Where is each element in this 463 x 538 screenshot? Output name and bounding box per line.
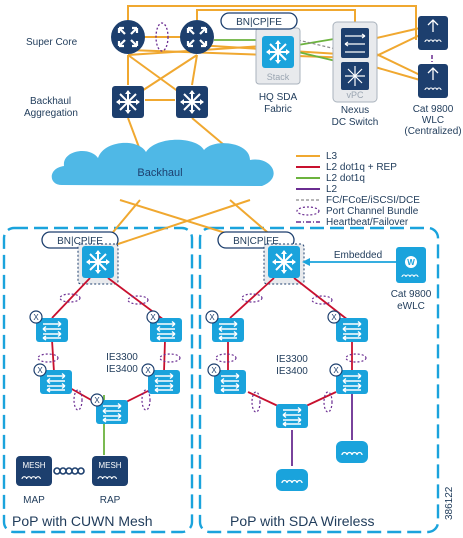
pop-left-container xyxy=(2,226,194,534)
nexus-label-1: Nexus xyxy=(341,105,369,116)
legend-label-fc: FC/FCoE/iSCSI/DCE xyxy=(326,195,420,206)
legend-label-heartbeat: Heartbeat/Failover xyxy=(326,217,409,228)
right-ie-switch-5[interactable] xyxy=(275,403,309,429)
mesh-wireless-link xyxy=(53,467,85,475)
mesh-map-ap[interactable] xyxy=(16,456,52,486)
svg-text:X: X xyxy=(150,313,156,322)
backhaul-cloud-label: Backhaul xyxy=(137,167,182,179)
legend-label-rep: L2 dot1q + REP xyxy=(326,162,397,173)
pop-right-title: PoP with SDA Wireless xyxy=(230,513,374,529)
right-ie-switch-1[interactable] xyxy=(211,317,245,343)
right-ie-label-1: IE3300 xyxy=(276,354,308,365)
pop-left-title: PoP with CUWN Mesh xyxy=(12,513,153,529)
super-core-label: Super Core xyxy=(26,37,78,48)
bn-left-label: BN|CP|FE xyxy=(57,236,103,247)
wlc-label-3: (Centralized) xyxy=(404,126,461,137)
legend-label-dot1q: L2 dot1q xyxy=(326,173,365,184)
svg-text:X: X xyxy=(211,366,217,375)
port-channel-core xyxy=(155,22,169,52)
right-access-point-2[interactable] xyxy=(335,440,369,464)
ewlc-w-mark: W xyxy=(407,258,415,267)
hq-label-2: Fabric xyxy=(264,104,292,115)
right-ie-switch-2[interactable] xyxy=(335,317,369,343)
embedded-label: Embedded xyxy=(334,250,382,261)
left-port-channels xyxy=(37,293,181,411)
wlc-device-1[interactable] xyxy=(418,16,448,50)
left-ie-label-2: IE3400 xyxy=(106,364,138,375)
bn-top-badge xyxy=(220,12,298,30)
rap-label: RAP xyxy=(100,495,121,506)
hq-label-1: HQ SDA xyxy=(259,92,298,103)
nexus-switch-1[interactable] xyxy=(341,28,369,58)
svg-text:X: X xyxy=(33,313,39,322)
backhaul-agg-switch-1[interactable] xyxy=(111,85,145,119)
backhaul-agg-label-1: Backhaul xyxy=(30,96,71,107)
mesh-rap-tag: MESH xyxy=(98,461,121,470)
svg-text:X: X xyxy=(94,396,100,405)
right-port-channels xyxy=(215,293,367,413)
map-label: MAP xyxy=(23,495,45,506)
legend: L3 L2 dot1q + REP L2 dot1q L2 FC/FCoE/iS… xyxy=(296,151,420,228)
wlc-device-2[interactable] xyxy=(418,64,448,98)
bn-right-label: BN|CP|FE xyxy=(233,236,279,247)
embedded-arrowhead xyxy=(302,258,310,266)
bn-top-label: BN|CP|FE xyxy=(236,17,282,28)
svg-text:X: X xyxy=(209,313,215,322)
left-ie-label-1: IE3300 xyxy=(106,352,138,363)
svg-text:X: X xyxy=(333,366,339,375)
backhaul-agg-label-2: Aggregation xyxy=(24,108,78,119)
right-fabric-switch[interactable] xyxy=(267,245,301,279)
right-access-point-1[interactable] xyxy=(275,468,309,492)
svg-text:X: X xyxy=(145,366,151,375)
legend-label-portchannel: Port Channel Bundle xyxy=(326,206,419,217)
legend-label-l2: L2 xyxy=(326,184,338,195)
pop-right-container xyxy=(198,226,440,534)
hq-sda-switch[interactable] xyxy=(261,35,295,69)
stack-label: Stack xyxy=(267,72,290,82)
left-x-marks: X X X X X xyxy=(29,310,160,407)
wlc-label-2: WLC xyxy=(422,115,444,126)
left-fabric-switch[interactable] xyxy=(81,245,115,279)
mesh-map-tag: MESH xyxy=(22,461,45,470)
backhaul-cloud xyxy=(51,139,274,186)
backhaul-agg-switch-2[interactable] xyxy=(175,85,209,119)
svg-text:X: X xyxy=(37,366,43,375)
right-ie-label-2: IE3400 xyxy=(276,366,308,377)
ewlc-label-2: eWLC xyxy=(397,301,425,312)
ewlc-label-1: Cat 9800 xyxy=(391,289,432,300)
legend-label-l3: L3 xyxy=(326,151,338,162)
figure-id: 386122 xyxy=(444,486,455,520)
svg-text:X: X xyxy=(331,313,337,322)
super-core-router-2[interactable] xyxy=(178,18,216,56)
mesh-rap-ap[interactable] xyxy=(92,456,128,486)
ewlc-device[interactable] xyxy=(396,247,426,283)
right-x-marks: X X X X xyxy=(205,310,343,377)
nexus-arrows-2 xyxy=(345,66,365,86)
super-core-router-1[interactable] xyxy=(109,18,147,56)
right-rep-ring xyxy=(227,277,353,407)
nexus-label-2: DC Switch xyxy=(332,117,379,128)
vpc-label: vPC xyxy=(346,90,364,100)
nexus-arrows-1 xyxy=(344,33,366,53)
wlc-label-1: Cat 9800 xyxy=(413,104,454,115)
left-ie-switch-1[interactable] xyxy=(35,317,69,343)
